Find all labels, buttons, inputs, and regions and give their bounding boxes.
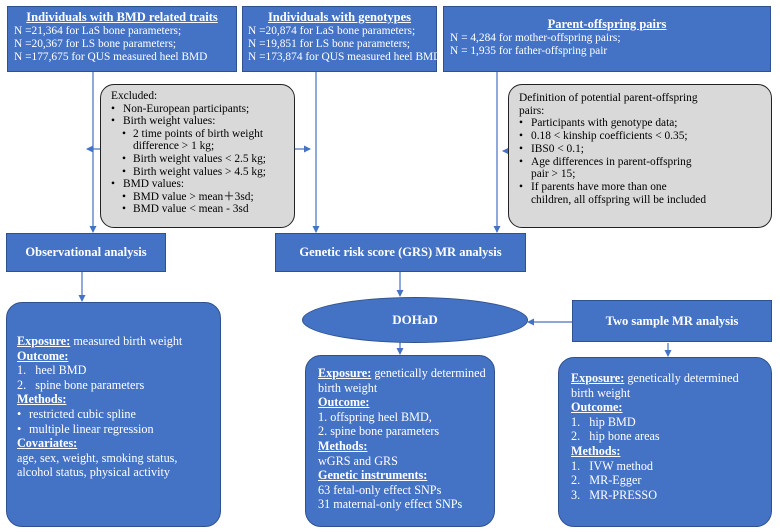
bmd-traits-title: Individuals with BMD related traits bbox=[26, 10, 218, 24]
bmd-traits-line-1: N =21,364 for LaS bone parameters; bbox=[14, 25, 182, 37]
parent-offspring-title: Parent-offspring pairs bbox=[547, 17, 667, 31]
grs-instruments-2: 31 maternal-only effect SNPs bbox=[318, 497, 463, 512]
observational-detail-box: Exposure: measured birth weight Outcome:… bbox=[6, 302, 221, 527]
excluded-item-non-european: Non-European participants; bbox=[111, 103, 288, 116]
definition-item-ibs0: IBS0 < 0.1; bbox=[519, 143, 765, 156]
excluded-bmd-high: BMD value > mean＋3sd; bbox=[122, 191, 288, 204]
grs-mr-analysis-box: Genetic risk score (GRS) MR analysis bbox=[275, 233, 526, 272]
excluded-bw-two-timepoints-2: difference > 1 kg; bbox=[133, 140, 215, 153]
ts-method-1: 1. IVW method bbox=[571, 458, 654, 473]
grs-methods-text: wGRS and GRS bbox=[318, 453, 398, 468]
definition-item-children-2: children, all offspring will be included bbox=[531, 193, 707, 206]
grs-detail-box: Exposure: genetically determined birth w… bbox=[305, 355, 495, 527]
genotypes-title: Individuals with genotypes bbox=[267, 10, 412, 24]
excluded-bw-high: Birth weight values > 4.5 kg; bbox=[122, 166, 288, 179]
grs-instruments-1: 63 fetal-only effect SNPs bbox=[318, 482, 442, 497]
ts-exposure-text: genetically determined bbox=[624, 371, 739, 385]
obs-outcome-1: 1. heel BMD bbox=[17, 363, 87, 378]
obs-covariates-1: age, sex, weight, smoking status, bbox=[17, 450, 178, 465]
excluded-bw-low: Birth weight values < 2.5 kg; bbox=[122, 153, 288, 166]
excluded-bmd-low: BMD value < mean - 3sd bbox=[122, 203, 288, 216]
ts-exposure: Exposure: genetically determined bbox=[571, 371, 765, 386]
obs-outcome-label: Outcome: bbox=[17, 348, 69, 363]
two-sample-detail-box: Exposure: genetically determined birth w… bbox=[558, 357, 772, 527]
grs-exposure-label: Exposure: bbox=[318, 366, 372, 380]
obs-method-2: multiple linear regression bbox=[17, 422, 214, 437]
obs-covariates-2: alcohol status, physical activity bbox=[17, 465, 170, 480]
excluded-item-bmd: BMD values: bbox=[111, 178, 288, 191]
excluded-bw-two-timepoints-1: 2 time points of birth weight bbox=[133, 127, 264, 140]
ts-exposure-text-2: birth weight bbox=[571, 385, 631, 400]
ts-outcome-2: 2. hip bone areas bbox=[571, 429, 660, 444]
bmd-traits-box: Individuals with BMD related traits N =2… bbox=[7, 6, 237, 72]
bmd-traits-line-2: N =20,367 for LS bone parameters; bbox=[14, 38, 177, 51]
definition-item-kinship: 0.18 < kinship coefficients < 0.35; bbox=[519, 130, 765, 143]
obs-methods-label: Methods: bbox=[17, 392, 67, 407]
obs-covariates-label: Covariates: bbox=[17, 436, 78, 451]
excluded-heading: Excluded: bbox=[111, 90, 158, 102]
definition-item-genotype: Participants with genotype data; bbox=[519, 117, 765, 130]
two-sample-mr-box: Two sample MR analysis bbox=[572, 300, 772, 342]
grs-outcome-label: Outcome: bbox=[318, 395, 370, 410]
genotypes-line-3: N =173,874 for QUS measured heel BMD bbox=[248, 51, 442, 64]
definition-item-age: Age differences in parent-offspring pair… bbox=[519, 155, 765, 181]
dohad-ellipse: DOHaD bbox=[302, 297, 528, 343]
ts-method-3: 3. MR-PRESSO bbox=[571, 487, 658, 502]
ts-outcome-1: 1. hip BMD bbox=[571, 414, 636, 429]
grs-exposure-text-2: birth weight bbox=[318, 380, 378, 395]
grs-methods-label: Methods: bbox=[318, 438, 368, 453]
bmd-traits-line-3: N =177,675 for QUS measured heel BMD bbox=[14, 51, 208, 64]
definition-item-age-1: Age differences in parent-offspring bbox=[531, 155, 692, 168]
obs-method-1: restricted cubic spline bbox=[17, 407, 214, 422]
definition-item-age-2: pair > 15; bbox=[531, 168, 576, 181]
grs-outcome-1: 1. offspring heel BMD, bbox=[318, 409, 432, 424]
obs-exposure: Exposure: measured birth weight bbox=[17, 334, 214, 349]
obs-exposure-text: measured birth weight bbox=[70, 334, 183, 348]
genotypes-line-1: N =20,874 for LaS bone parameters; bbox=[248, 25, 416, 37]
ts-method-2: 2. MR-Egger bbox=[571, 473, 642, 488]
grs-exposure: Exposure: genetically determined bbox=[318, 366, 488, 381]
genotypes-box: Individuals with genotypes N =20,874 for… bbox=[242, 6, 442, 72]
definition-heading-2: pairs: bbox=[519, 104, 545, 117]
obs-outcome-2: 2. spine bone parameters bbox=[17, 377, 145, 392]
excluded-box: Excluded: Non-European participants; Bir… bbox=[100, 84, 295, 228]
grs-outcome-2: 2. spine bone parameters bbox=[318, 424, 440, 439]
ts-outcome-label: Outcome: bbox=[571, 400, 623, 415]
grs-instruments-label: Genetic instruments: bbox=[318, 468, 428, 483]
definition-heading-1: Definition of potential parent-offspring bbox=[519, 92, 698, 104]
definition-item-children: If parents have more than one children, … bbox=[519, 180, 765, 206]
ts-exposure-label: Exposure: bbox=[571, 371, 625, 385]
genotypes-line-2: N =19,851 for LS bone parameters; bbox=[248, 38, 411, 51]
parent-offspring-line-2: N = 1,935 for father-offspring pair bbox=[450, 45, 608, 58]
excluded-bw-two-timepoints: 2 time points of birth weight difference… bbox=[122, 127, 288, 153]
definition-item-children-1: If parents have more than one bbox=[531, 180, 667, 193]
ts-methods-label: Methods: bbox=[571, 443, 621, 458]
parent-offspring-box: Parent-offspring pairs N = 4,284 for mot… bbox=[443, 6, 771, 72]
parent-offspring-line-1: N = 4,284 for mother-offspring pairs; bbox=[450, 32, 621, 44]
obs-exposure-label: Exposure: bbox=[17, 334, 71, 348]
observational-analysis-box: Observational analysis bbox=[6, 233, 166, 272]
excluded-item-birth-weight: Birth weight values: bbox=[111, 115, 288, 128]
grs-exposure-text: genetically determined bbox=[371, 366, 486, 380]
definition-box: Definition of potential parent-offspring… bbox=[508, 84, 772, 228]
